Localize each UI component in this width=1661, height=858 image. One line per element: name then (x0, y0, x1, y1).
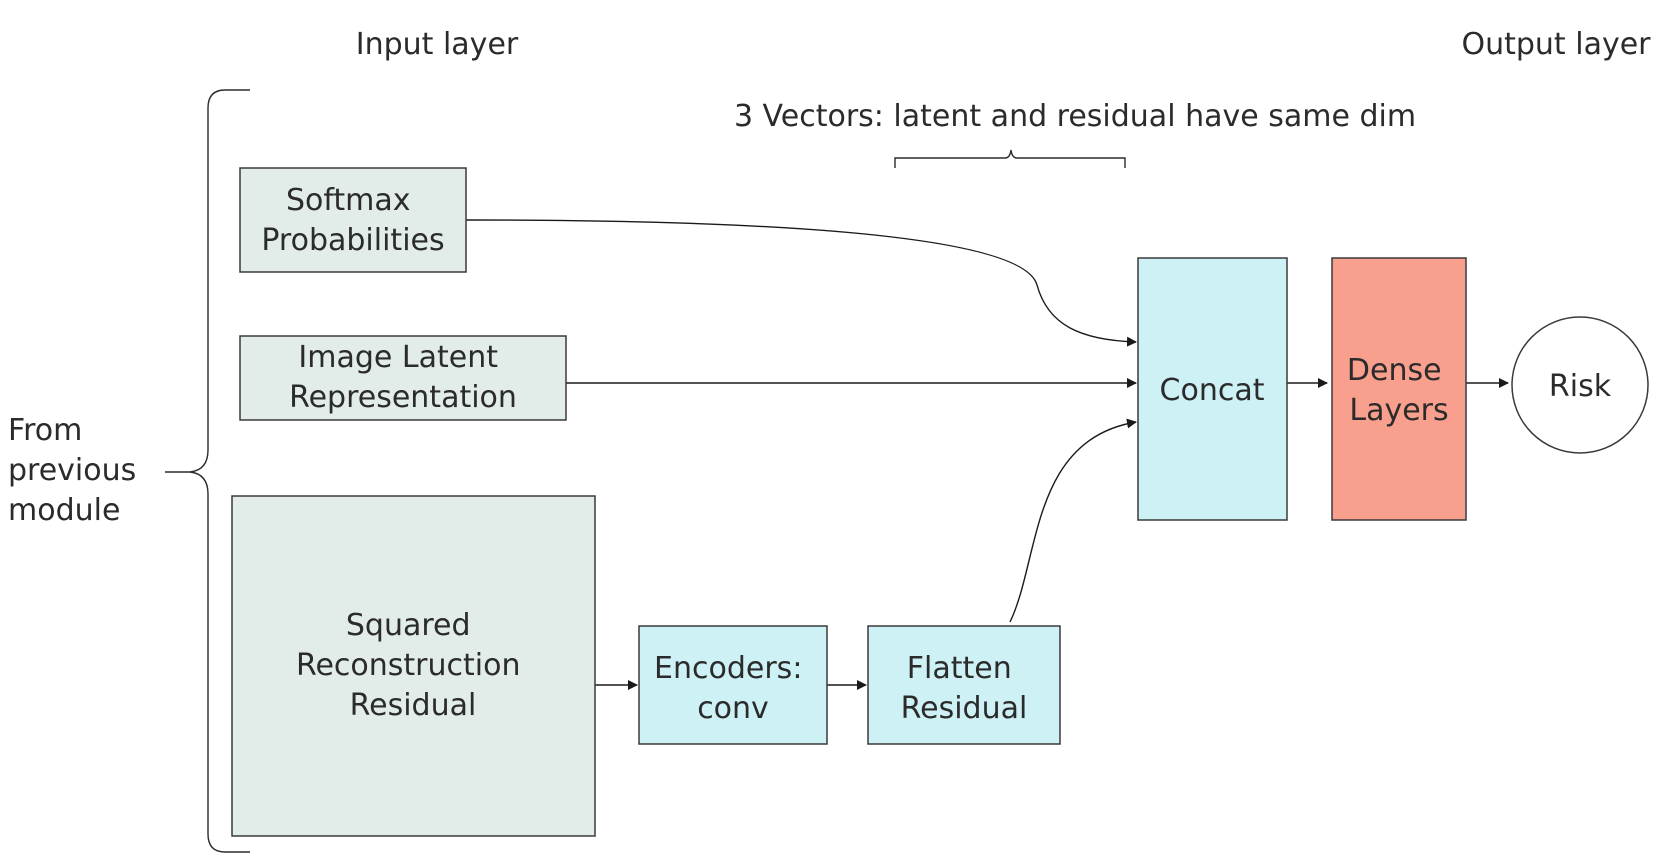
node-softmax-probabilities: Softmax Probabilities (239, 167, 467, 273)
svg-text:Flatten Residual: Flatten Residual (901, 651, 1028, 726)
from-previous-label: From previous module (8, 413, 146, 528)
svg-text:Encoders: conv: Encoders: conv (654, 651, 812, 726)
input-layer-label: Input layer (356, 27, 519, 62)
svg-text:Dense Layers: Dense Layers (1347, 353, 1451, 428)
vectors-note-label: 3 Vectors: latent and residual have same… (734, 99, 1416, 134)
edge-softmax-to-concat (465, 219, 1137, 347)
svg-text:Risk: Risk (1549, 369, 1612, 404)
svg-text:Squared Reconstruction: Squared Reconstruction Residual (296, 608, 530, 723)
edge-flatten-to-concat (1009, 418, 1137, 623)
node-image-latent-representation: Image Latent Representation (239, 335, 567, 421)
output-layer-label: Output layer (1461, 27, 1651, 62)
svg-text:Concat: Concat (1160, 373, 1265, 408)
node-risk: Risk (1511, 316, 1649, 454)
node-flatten-residual: Flatten Residual (867, 625, 1061, 745)
svg-text:Image Latent Representat: Image Latent Representation (289, 340, 517, 415)
node-squared-reconstruction-residual: Squared Reconstruction Residual (231, 495, 596, 837)
node-dense-layers: Dense Layers (1331, 257, 1467, 521)
node-concat: Concat (1137, 257, 1288, 521)
top-brace (894, 149, 1126, 168)
svg-text:Softmax Probabilities: Softmax Probabilities (261, 183, 444, 258)
left-brace (165, 89, 250, 853)
node-encoders-conv: Encoders: conv (638, 625, 828, 745)
